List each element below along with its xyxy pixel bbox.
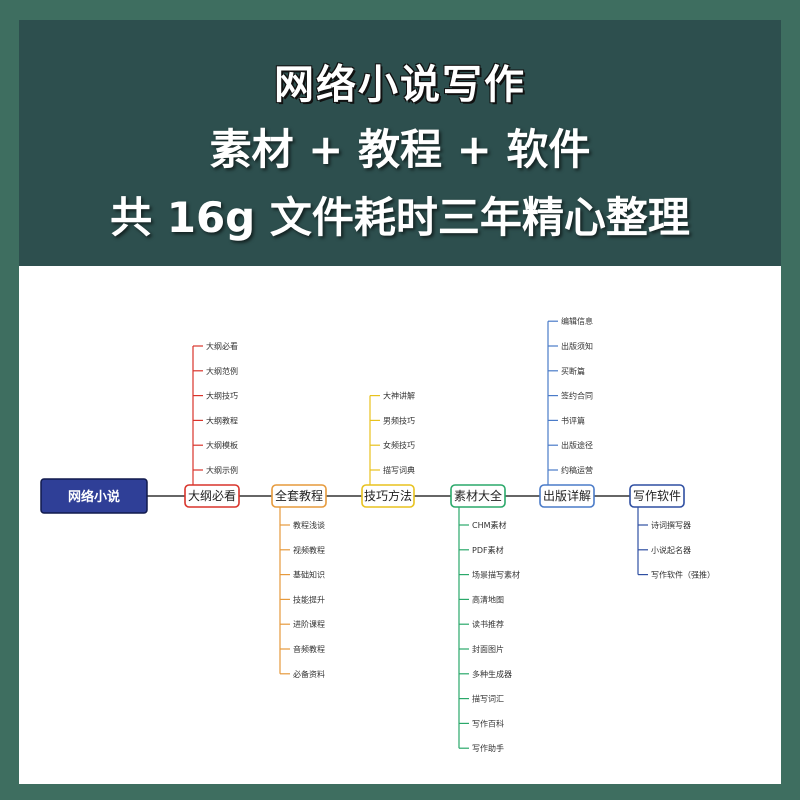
branch-4-leaf: 封面图片: [472, 644, 504, 654]
branch-4-leaf: 写作助手: [472, 743, 504, 753]
branch-2-leaf: 视频教程: [293, 545, 325, 555]
branch-6-leaf: 小说起名器: [651, 545, 691, 555]
root-node: [40, 478, 148, 514]
branch-3-node: [361, 484, 415, 508]
branch-4-leaf: 高清地图: [472, 594, 504, 604]
branch-2-leaf: 基础知识: [293, 570, 325, 580]
branch-2-leaf: 教程浅谈: [293, 520, 325, 530]
branch-3-leaf: 大神讲解: [383, 391, 415, 401]
branch-3-label: 技巧方法: [364, 488, 412, 503]
branch-1-node: [184, 484, 240, 508]
branch-5-leaf: 约稿运营: [561, 465, 593, 475]
branch-2-label: 全套教程: [275, 488, 323, 503]
mindmap-diagram: 网络小说大纲必看大纲范例大纲技巧大纲教程大纲模板大纲示例大纲必看教程浅谈视频教程…: [40, 316, 715, 753]
branch-2-node: [271, 484, 327, 508]
root-node-label: 网络小说: [68, 489, 120, 505]
mindmap-panel: 网络小说大纲必看大纲范例大纲技巧大纲教程大纲模板大纲示例大纲必看教程浅谈视频教程…: [19, 266, 781, 784]
branch-2-leaf: 音频教程: [293, 644, 325, 654]
banner-title: 网络小说写作: [274, 62, 526, 108]
branch-4-leaf: 多种生成器: [472, 669, 512, 679]
branch-4-leaf: 写作百科: [472, 718, 504, 728]
branch-5-leaf: 出版须知: [561, 341, 593, 351]
branch-5-label: 出版详解: [543, 488, 591, 503]
branch-5-leaf: 书评篇: [561, 415, 585, 425]
branch-1-leaf: 大纲范例: [206, 366, 238, 376]
banner-subtitle: 素材 + 教程 + 软件: [209, 125, 591, 174]
branch-5-leaf: 编辑信息: [561, 316, 593, 326]
banner-tagline: 共 16g 文件耗时三年精心整理: [110, 193, 690, 242]
branch-6-label: 写作软件: [633, 489, 681, 503]
branch-4-leaf: 描写词汇: [472, 694, 504, 704]
branch-3-leaf: 女频技巧: [383, 440, 415, 450]
branch-5-leaf: 出版途径: [561, 440, 593, 450]
branch-5-node: [539, 484, 595, 508]
branch-4-leaf: PDF素材: [472, 545, 504, 555]
branch-1-leaf: 大纲示例: [206, 465, 238, 475]
branch-1-label: 大纲必看: [188, 489, 236, 503]
branch-5-leaf: 签约合同: [561, 391, 593, 401]
title-banner: 网络小说写作 素材 + 教程 + 软件 共 16g 文件耗时三年精心整理: [19, 20, 781, 266]
branch-4-label: 素材大全: [454, 488, 502, 503]
branch-2-leaf: 进阶课程: [293, 619, 325, 629]
branch-2-leaf: 必备资料: [293, 669, 325, 679]
branch-5-leaf: 买断篇: [561, 366, 585, 376]
branch-3-leaf: 男频技巧: [383, 415, 415, 425]
branch-4-leaf: 读书推荐: [472, 619, 504, 629]
branch-1-leaf: 大纲必看: [206, 341, 238, 351]
branch-4-leaf: 场景描写素材: [472, 570, 520, 580]
branch-4-leaf: CHM素材: [472, 520, 507, 530]
branch-4-node: [450, 484, 506, 508]
branch-2-leaf: 技能提升: [293, 594, 325, 604]
branch-1-leaf: 大纲技巧: [206, 391, 238, 401]
branch-6-leaf: 写作软件（强推）: [651, 570, 715, 580]
branch-6-leaf: 诗词撰写器: [651, 520, 691, 530]
branch-1-leaf: 大纲教程: [206, 415, 238, 425]
branch-3-leaf: 描写词典: [383, 465, 415, 475]
branch-6-node: [629, 484, 685, 508]
branch-1-leaf: 大纲模板: [206, 440, 238, 450]
